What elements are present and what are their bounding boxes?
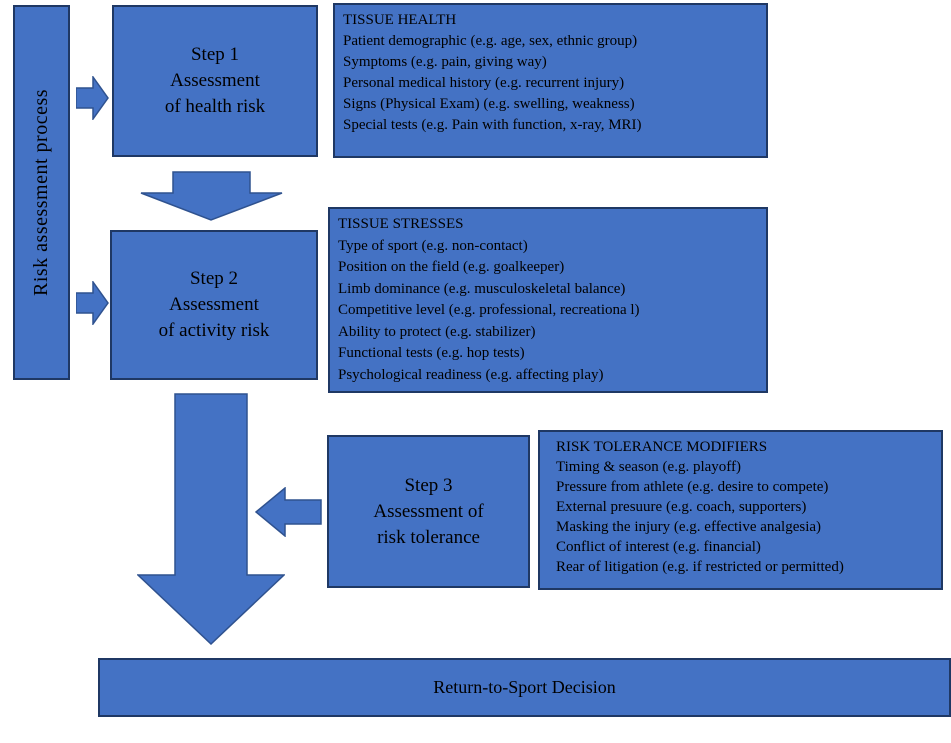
step1-line3: of health risk (164, 96, 266, 117)
tissue-health-title: TISSUE HEALTH (343, 12, 457, 28)
list-item: Masking the injury (e.g. effective analg… (556, 519, 822, 535)
list-item: Limb dominance (e.g. musculoskeletal bal… (338, 280, 626, 297)
tissue-stresses-title: TISSUE STRESSES (338, 216, 464, 232)
step1-line2: Assessment (170, 70, 260, 91)
step3-line3: risk tolerance (377, 526, 480, 548)
arrow-step1-to-step2-icon (140, 171, 283, 221)
list-item: Psychological readiness (e.g. affecting … (338, 366, 604, 383)
list-item: Special tests (e.g. Pain with function, … (343, 117, 642, 133)
risk-tolerance-modifiers-box: RISK TOLERANCE MODIFIERS Timing & season… (538, 430, 943, 590)
step2-line3: of activity risk (158, 320, 270, 341)
list-item: Timing & season (e.g. playoff) (556, 459, 741, 475)
list-item: External presuure (e.g. coach, supporter… (556, 499, 807, 515)
tissue-stresses-box: TISSUE STRESSES Type of sport (e.g. non-… (328, 207, 768, 393)
list-item: Pressure from athlete (e.g. desire to co… (556, 479, 829, 495)
arrow-step3-to-flow-icon (255, 487, 322, 537)
arrow-sidebar-to-step1-icon (76, 76, 109, 120)
list-item: Functional tests (e.g. hop tests) (338, 345, 525, 361)
list-item: Rear of litigation (e.g. if restricted o… (556, 559, 844, 575)
process-title-label: Risk assessment process (30, 88, 53, 297)
list-item: Position on the field (e.g. goalkeeper) (338, 259, 565, 275)
list-item: Competitive level (e.g. professional, re… (338, 302, 640, 318)
list-item: Symptoms (e.g. pain, giving way) (343, 54, 547, 70)
list-item: Type of sport (e.g. non-contact) (338, 237, 528, 254)
list-item: Personal medical history (e.g. recurrent… (343, 75, 625, 91)
list-item: Conflict of interest (e.g. financial) (556, 539, 761, 555)
process-title-bar: Risk assessment process (13, 5, 70, 380)
tissue-health-box: TISSUE HEALTH Patient demographic (e.g. … (333, 3, 768, 158)
list-item: Patient demographic (e.g. age, sex, ethn… (343, 33, 638, 49)
step3-line2: Assessment of (373, 500, 484, 522)
step2-line2: Assessment (169, 294, 259, 315)
return-to-sport-decision-box: Return-to-Sport Decision (98, 658, 951, 717)
step2-title: Step 2 (189, 268, 239, 289)
list-item: Signs (Physical Exam) (e.g. swelling, we… (343, 96, 635, 112)
risk-tolerance-modifiers-title: RISK TOLERANCE MODIFIERS (556, 439, 768, 455)
step3-title: Step 3 (404, 474, 453, 496)
step2-box: Step 2 Assessment of activity risk (110, 230, 318, 380)
step1-box: Step 1 Assessment of health risk (112, 5, 318, 157)
arrow-step2-to-decision-icon (137, 393, 285, 645)
arrow-sidebar-to-step2-icon (76, 281, 109, 325)
decision-label: Return-to-Sport Decision (433, 677, 616, 697)
list-item: Ability to protect (e.g. stabilizer) (338, 323, 536, 340)
step3-box: Step 3 Assessment of risk tolerance (327, 435, 530, 588)
step1-title: Step 1 (190, 44, 240, 65)
